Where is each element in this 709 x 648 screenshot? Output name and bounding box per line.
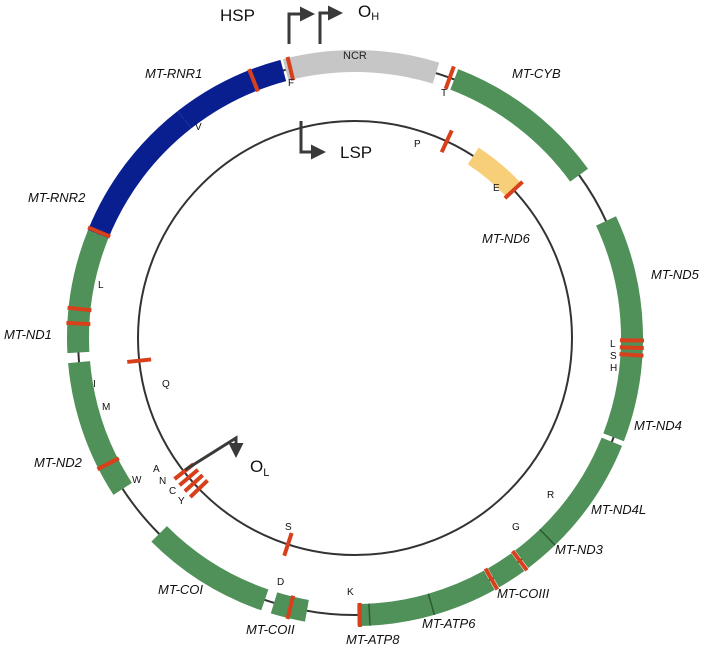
gene-label-mt-nd2: MT-ND2 bbox=[34, 455, 83, 470]
trna-tick bbox=[282, 532, 294, 557]
gene-label-mt-nd3: MT-ND3 bbox=[555, 542, 604, 557]
mt-coi-arc bbox=[151, 526, 269, 611]
trna-tick bbox=[443, 65, 456, 90]
trna-label-l2: L bbox=[610, 339, 616, 350]
lsp-label: LSP bbox=[340, 143, 372, 162]
mt-cyb-arc bbox=[450, 69, 588, 182]
mt-nd4l-arc bbox=[514, 529, 556, 569]
trna-tick bbox=[127, 357, 152, 364]
trna-label-v: V bbox=[195, 122, 202, 133]
trna-label-e: E bbox=[493, 183, 500, 194]
trna-label-t: T bbox=[441, 88, 447, 99]
gene-boundary bbox=[539, 528, 556, 546]
gene-label-mt-atp6: MT-ATP6 bbox=[422, 616, 476, 631]
mt-atp6-arc bbox=[368, 593, 435, 626]
trna-label-k: K bbox=[347, 587, 354, 598]
trna-tick bbox=[503, 180, 524, 200]
trna-tick bbox=[619, 345, 644, 351]
ncr-region bbox=[282, 49, 440, 84]
trna-label-c: C bbox=[169, 486, 176, 497]
trna-tick bbox=[87, 225, 111, 239]
lsp-arrow bbox=[299, 121, 326, 160]
gene-label-mt-coi: MT-COI bbox=[158, 582, 203, 597]
gene-label-mt-nd5: MT-ND5 bbox=[651, 267, 700, 282]
gene-label-mt-coiii: MT-COIII bbox=[497, 586, 550, 601]
gene-boundaries bbox=[368, 528, 556, 626]
ol-arrow bbox=[184, 435, 244, 472]
trna-tick bbox=[483, 567, 500, 591]
gene-label-mt-coii: MT-COII bbox=[246, 622, 295, 637]
trna-label-m: M bbox=[102, 402, 110, 413]
oh-arrow bbox=[318, 5, 343, 44]
gene-boundary bbox=[368, 603, 371, 626]
inner-ring bbox=[137, 120, 573, 556]
gene-label-mt-nd4l: MT-ND4L bbox=[591, 502, 646, 517]
mt-nd3-arc bbox=[487, 553, 525, 588]
gene-boundary bbox=[427, 593, 436, 616]
trna-tick bbox=[66, 320, 91, 327]
mt-nd4-arc bbox=[539, 437, 623, 546]
gene-label-mt-nd1: MT-ND1 bbox=[4, 327, 52, 342]
ol-label: OL bbox=[250, 457, 269, 479]
oh-label: OH bbox=[358, 2, 379, 23]
gene-label-mt-rnr2: MT-RNR2 bbox=[28, 190, 86, 205]
trna-markers bbox=[66, 56, 645, 627]
trna-tick bbox=[285, 595, 296, 620]
trna-tick bbox=[183, 473, 204, 493]
trna-label-r: R bbox=[547, 490, 554, 501]
trna-label-w: W bbox=[132, 475, 142, 486]
trna-label-q: Q bbox=[162, 379, 170, 390]
hsp-label: HSP bbox=[220, 6, 255, 25]
gene-label-mt-nd4: MT-ND4 bbox=[634, 418, 682, 433]
ncr-label: NCR bbox=[343, 50, 367, 62]
trna-tick bbox=[67, 305, 92, 313]
trna-label-s2: S bbox=[610, 351, 617, 362]
trna-label-d: D bbox=[277, 577, 284, 588]
gene-label-mt-nd6: MT-ND6 bbox=[482, 231, 531, 246]
hsp-arrow bbox=[287, 6, 315, 44]
trna-tick bbox=[96, 456, 120, 471]
mt-coiii-arc bbox=[428, 570, 495, 615]
trna-label-a: A bbox=[153, 464, 160, 475]
trna-tick bbox=[511, 549, 529, 572]
trna-label-y: Y bbox=[178, 496, 185, 507]
trna-tick bbox=[247, 68, 260, 93]
trna-label-n: N bbox=[159, 476, 166, 487]
trna-label-g: G bbox=[512, 522, 520, 533]
gene-label-mt-rnr1: MT-RNR1 bbox=[145, 66, 202, 81]
mt-nd5-arc bbox=[596, 216, 643, 442]
trna-label-f: F bbox=[288, 78, 294, 89]
trna-label-h: H bbox=[610, 363, 617, 374]
gene-label-mt-cyb: MT-CYB bbox=[512, 66, 561, 81]
trna-tick bbox=[619, 352, 644, 358]
trna-tick bbox=[439, 129, 454, 154]
mt-nd1-arc bbox=[67, 230, 109, 354]
mt-nd2-arc bbox=[68, 361, 132, 495]
trna-tick bbox=[188, 478, 209, 499]
trna-tick bbox=[178, 468, 200, 487]
trna-label-s1: S bbox=[285, 522, 292, 533]
trna-tick bbox=[285, 56, 296, 81]
trna-label-l1: L bbox=[98, 280, 104, 291]
mt-rnr1-arc bbox=[177, 59, 287, 129]
trna-label-i: I bbox=[93, 379, 96, 390]
gene-label-mt-atp8: MT-ATP8 bbox=[346, 632, 400, 647]
mt-rnr2-arc bbox=[87, 111, 192, 239]
trna-label-p: P bbox=[414, 139, 421, 150]
